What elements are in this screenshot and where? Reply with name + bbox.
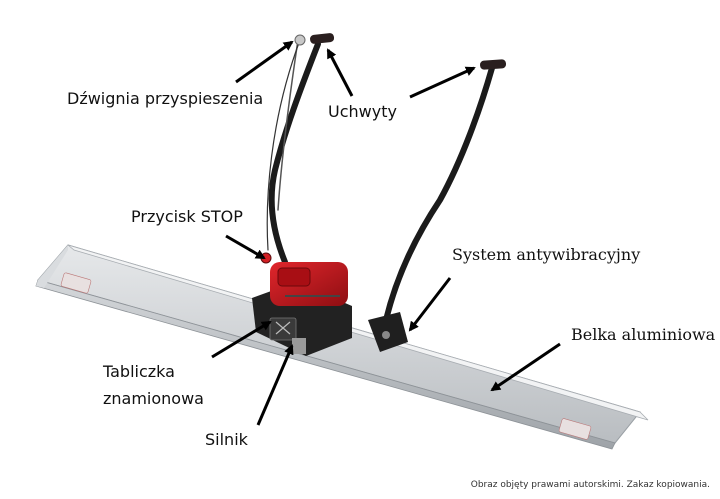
arrow-anti-vibration bbox=[410, 278, 450, 330]
label-stop-button: Przycisk STOP bbox=[131, 207, 243, 227]
arrow-grip-right bbox=[410, 68, 474, 97]
grip-right bbox=[480, 59, 507, 70]
label-engine: Silnik bbox=[205, 430, 248, 450]
label-aluminium-beam: Belka aluminiowa bbox=[571, 325, 715, 345]
label-handles: Uchwyty bbox=[328, 102, 397, 122]
grip-left bbox=[310, 33, 335, 44]
arrow-grip-left bbox=[328, 50, 352, 96]
label-throttle-lever: Dźwignia przyspieszenia bbox=[67, 89, 263, 109]
throttle-lever-knob bbox=[295, 35, 305, 45]
copyright-notice: Obraz objęty prawami autorskimi. Zakaz k… bbox=[471, 480, 710, 490]
arrow-engine bbox=[258, 346, 292, 425]
label-nameplate-line2: znamionowa bbox=[103, 385, 204, 412]
label-anti-vibration-system: System antywibracyjny bbox=[452, 245, 640, 265]
label-nameplate: Tabliczka znamionowa bbox=[103, 358, 204, 412]
label-nameplate-line1: Tabliczka bbox=[103, 358, 204, 385]
arrow-throttle bbox=[236, 42, 292, 82]
nameplate-shape bbox=[270, 318, 296, 340]
arrow-stop bbox=[226, 236, 264, 258]
